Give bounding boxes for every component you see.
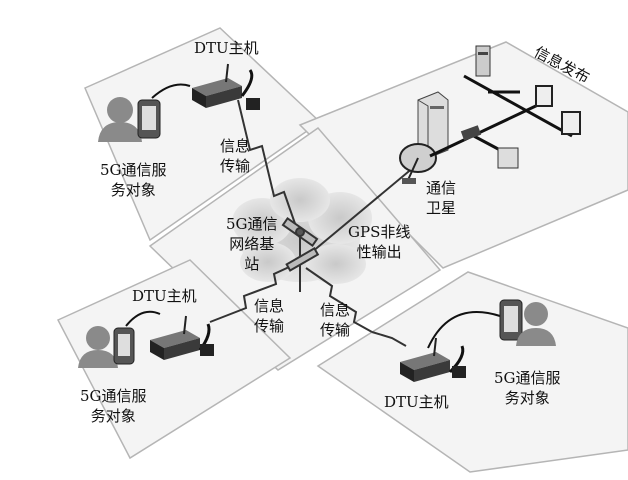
link-arrow-top [151, 83, 191, 99]
transmission-lines [209, 99, 421, 347]
dtu-top-label: DTU主机 [194, 39, 259, 57]
satellite-label: 通信 卫星 [426, 179, 457, 217]
phone-icon [113, 327, 135, 365]
phone-icon [499, 299, 523, 341]
zigzag-left [209, 261, 301, 323]
zigzag-top [237, 99, 301, 239]
dtu-right-label: DTU主机 [384, 393, 449, 411]
transfer-left-label: 信息 传输 [254, 297, 285, 335]
dtu-device-icon [400, 337, 450, 382]
link-arrow-left [125, 310, 161, 327]
phone-icon [137, 99, 161, 139]
gps-label: GPS非线 性输出 [348, 223, 411, 261]
switch-icon [460, 125, 482, 141]
service-object-left-label: 5G通信服 务对象 [80, 387, 147, 425]
dtu-left-label: DTU主机 [132, 287, 197, 305]
panel-bottom-left [56, 259, 292, 460]
dtu-device-icon [192, 63, 242, 108]
service-object-right-label: 5G通信服 务对象 [494, 369, 561, 407]
panel-bottom-right [316, 271, 628, 473]
transfer-top-label: 信息 传输 [220, 137, 251, 175]
transfer-mid-label: 信息 传输 [320, 301, 351, 339]
zigzag-right [371, 331, 407, 347]
link-arrow-right [427, 311, 501, 349]
server-icon [417, 91, 449, 159]
person-icon [78, 326, 118, 368]
antenna-icon [240, 69, 260, 110]
dtu-device-icon [150, 315, 200, 360]
base-station-label: 5G通信 网络基 站 [226, 215, 278, 273]
service-object-top-label: 5G通信服 务对象 [100, 161, 167, 199]
satellite-dish-icon [399, 143, 437, 184]
person-icon [98, 97, 142, 142]
zigzag-mid [305, 267, 373, 333]
person-icon [516, 302, 556, 346]
tower-icon [281, 217, 320, 292]
line-dish-tower [311, 161, 421, 253]
antenna-icon [198, 323, 214, 356]
computer-icon [475, 45, 581, 169]
antenna-icon [448, 345, 466, 378]
